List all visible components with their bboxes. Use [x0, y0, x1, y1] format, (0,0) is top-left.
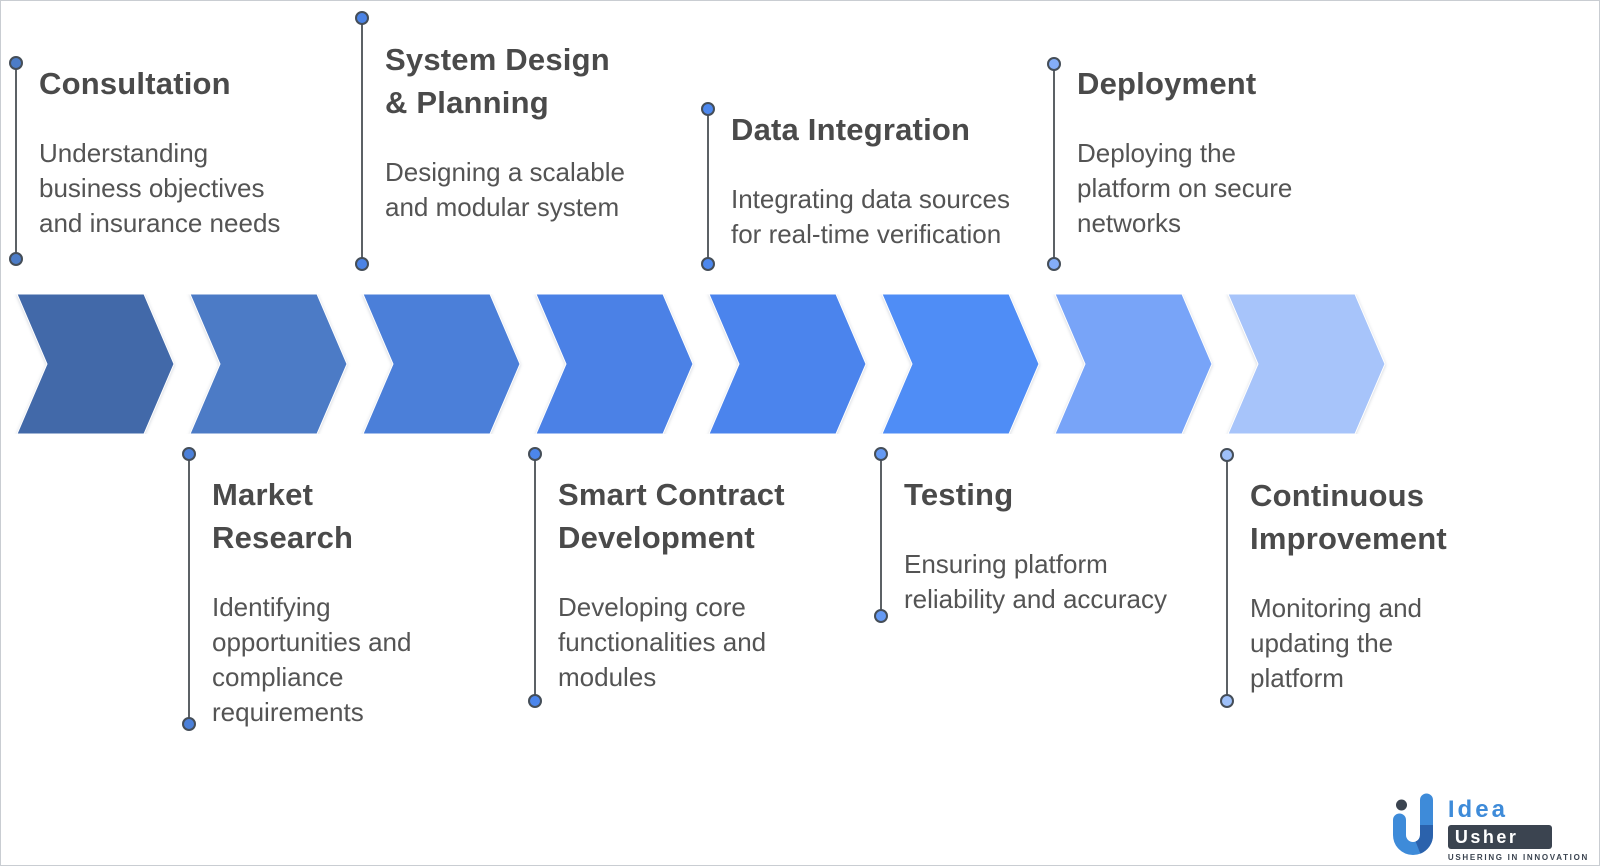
- connector-line: [880, 458, 882, 612]
- step-description: Designing a scalable and modular system: [385, 156, 625, 222]
- connector-line: [361, 22, 363, 260]
- step-description: Understanding business objectives and in…: [39, 137, 281, 238]
- connector-line: [1053, 68, 1055, 260]
- process-arrow: [708, 294, 867, 434]
- connector-dot: [528, 694, 542, 708]
- connector-line: [188, 458, 190, 720]
- process-arrow-band: [16, 294, 1386, 434]
- logo-tagline: USHERING IN INNOVATION: [1447, 853, 1589, 862]
- process-arrow: [16, 294, 175, 434]
- step-description: Identifying opportunities and compliance…: [212, 591, 412, 727]
- idea-usher-logo: Idea Usher USHERING IN INNOVATION: [1391, 792, 1589, 862]
- process-arrow: [362, 294, 521, 434]
- connector-dot: [874, 447, 888, 461]
- connector-dot: [701, 102, 715, 116]
- process-arrow: [189, 294, 348, 434]
- step-description: Monitoring and updating the platform: [1250, 592, 1422, 693]
- step-section-smart-contract: Smart Contract Development Developing co…: [528, 447, 858, 708]
- step-section-system-design: System Design & Planning Designing a sca…: [355, 11, 685, 271]
- step-description: Deploying the platform on secure network…: [1077, 137, 1293, 238]
- connector-dot: [1047, 257, 1061, 271]
- process-arrow: [881, 294, 1040, 434]
- step-section-market-research: Market Research Identifying opportunitie…: [182, 447, 512, 731]
- step-section-continuous-improvement: Continuous Improvement Monitoring and up…: [1220, 448, 1550, 708]
- process-arrow: [535, 294, 694, 434]
- connector-line: [15, 67, 17, 255]
- connector-dot: [355, 257, 369, 271]
- step-description: Developing core functionalities and modu…: [558, 591, 767, 692]
- connector-line: [707, 113, 709, 260]
- connector-dot: [1047, 57, 1061, 71]
- connector-line: [1226, 459, 1228, 697]
- logo-usher-badge: Usher: [1447, 825, 1552, 849]
- process-arrow: [1227, 294, 1386, 434]
- step-section-testing: Testing Ensuring platform reliability an…: [874, 447, 1204, 623]
- process-arrow: [1054, 294, 1213, 434]
- logo-u-shade-icon: [1414, 825, 1433, 854]
- logo-word-usher: Usher: [1454, 827, 1519, 847]
- step-title: Deployment: [1077, 66, 1257, 101]
- step-title: Testing: [904, 477, 1014, 512]
- connector-dot: [9, 56, 23, 70]
- connector-dot: [182, 447, 196, 461]
- connector-dot: [355, 11, 369, 25]
- step-section-deployment: Deployment Deploying the platform on sec…: [1047, 57, 1377, 271]
- step-title: System Design & Planning: [385, 42, 610, 120]
- step-title: Data Integration: [731, 112, 971, 147]
- step-description: Ensuring platform reliability and accura…: [904, 548, 1168, 614]
- logo-word-idea: Idea: [1447, 796, 1508, 823]
- step-title: Market Research: [212, 477, 354, 555]
- step-section-data-integration: Data Integration Integrating data source…: [701, 102, 1031, 271]
- step-title: Continuous Improvement: [1250, 478, 1447, 556]
- step-title: Smart Contract Development: [558, 477, 785, 555]
- step-title: Consultation: [39, 66, 231, 101]
- connector-dot: [1220, 448, 1234, 462]
- logo-dot-icon: [1395, 799, 1407, 811]
- connector-dot: [1220, 694, 1234, 708]
- idea-usher-logo-mark: [1392, 793, 1433, 855]
- step-section-consultation: Consultation Understanding business obje…: [9, 56, 339, 266]
- connector-line: [534, 458, 536, 697]
- connector-dot: [182, 717, 196, 731]
- connector-dot: [528, 447, 542, 461]
- connector-dot: [9, 252, 23, 266]
- step-description: Integrating data sources for real-time v…: [731, 183, 1010, 249]
- connector-dot: [874, 609, 888, 623]
- connector-dot: [701, 257, 715, 271]
